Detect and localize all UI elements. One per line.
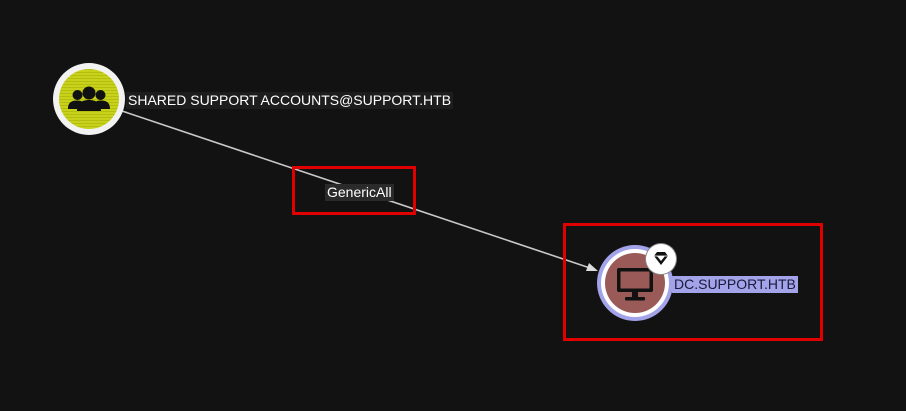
monitor-icon bbox=[617, 268, 653, 301]
high-value-badge bbox=[646, 244, 676, 274]
edge-label-genericall[interactable]: GenericAll bbox=[325, 184, 394, 201]
edge-highlight-box bbox=[292, 166, 416, 215]
computer-node-label[interactable]: DC.SUPPORT.HTB bbox=[672, 276, 798, 293]
node-highlight-box bbox=[563, 223, 823, 341]
group-node-label[interactable]: SHARED SUPPORT ACCOUNTS@SUPPORT.HTB bbox=[126, 92, 454, 109]
users-group-icon bbox=[68, 86, 110, 111]
group-node-shared-support-accounts[interactable] bbox=[53, 63, 125, 135]
gem-icon bbox=[654, 252, 668, 265]
edge-arrowhead bbox=[586, 263, 598, 271]
